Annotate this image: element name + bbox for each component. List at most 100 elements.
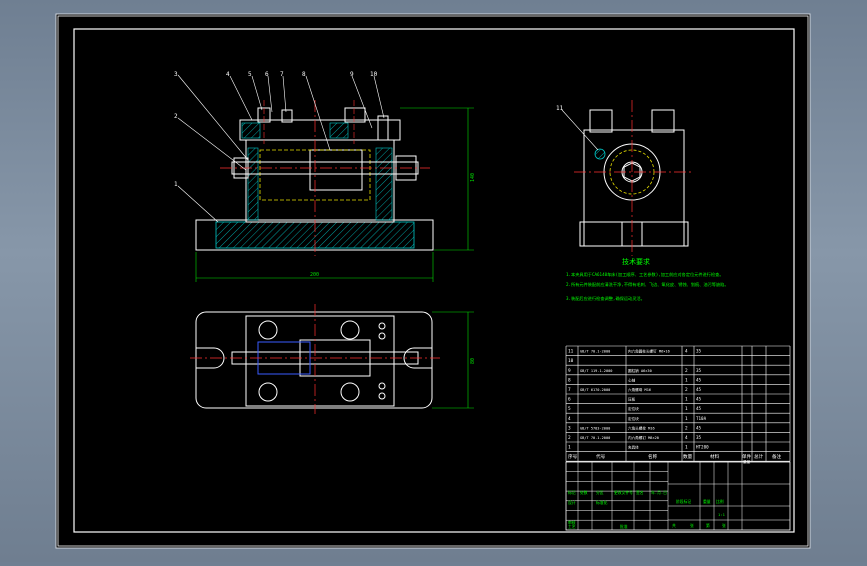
bom-cell-name: 六角螺母 M16 [628,387,651,392]
balloon-8: 8 [302,71,306,78]
dim-height-text: 140 [470,173,476,182]
balloon-4: 4 [226,71,230,78]
title-block-label: 签名 [636,490,644,495]
stud-mid [281,109,293,123]
bom-header-cell: 总计 [754,453,764,460]
title-block-label: 处数 [580,490,588,495]
bom-cell-mat: HT200 [696,445,709,450]
stud-far-right [377,115,389,141]
bom-cell-qty: 1 [685,377,688,383]
balloon-2: 2 [174,113,178,120]
title-block-label: 张 [690,523,694,528]
title-block: 标记处数分区更改文件号签名年.月.日设计标准化审核工艺批准阶段标记重量比例1:1… [565,461,791,531]
balloon-11: 11 [556,105,564,112]
technical-notes: 技术要求 1.本夹具用于CA6140车床(加工顺序、工艺参数),加工前应对各定位… [566,257,729,302]
stud-right [344,107,366,123]
front-view: 140 200 3 4 5 6 7 8 9 10 2 1 [174,71,476,282]
bom-cell-qty: 1 [685,445,688,451]
title-block-label: 1:1 [718,512,726,517]
bom-cell-no: 1 [568,445,571,451]
bom-header-cell: 名称 [648,453,658,460]
bom-cell-mat: 35 [696,368,702,373]
top-clamp-section [241,122,261,139]
dim-width-text: 200 [310,272,319,278]
bom-cell-no: 9 [568,368,571,374]
side-stud-right [651,109,675,133]
title-block-frame [565,461,791,531]
bom-cell-name: 定位块 [628,406,639,411]
bom-cell-no: 8 [568,377,571,383]
bom-cell-mat: 35 [696,349,702,354]
bom-cell-qty: 1 [685,416,688,422]
top-pin-4 [378,392,386,400]
bom-header-cell: 数量 [683,453,693,460]
side-screw [594,148,606,160]
title-block-label: 共 [672,523,676,528]
bom-cell-code: GB/T 119.1-2000 [580,369,612,373]
top-view: 80 [190,304,476,414]
title-block-label: 张 [722,523,726,528]
title-block-label: 设计 [568,500,576,505]
note-line-2: 2.所有元件装配前应清洗干净,不得有毛刺、飞边、氧化皮、锈蚀、划痕、油污等缺陷。 [566,281,729,288]
inner-frame [73,28,795,533]
bom-cell-qty: 2 [685,387,688,393]
bom-cell-qty: 4 [685,435,688,441]
balloon-1: 1 [174,181,178,188]
title-block-label: 标准化 [596,500,608,505]
top-dim-text: 80 [470,358,476,364]
note-line-3: 3.装配后应进行检查调整,确保运动灵活。 [566,295,645,302]
side-leader-11 [561,109,599,151]
bom-cell-code: GB/T 5783-2000 [580,426,610,430]
bom-cell-name: 内六角螺钉 M8×20 [628,435,659,440]
top-screw-2 [340,320,360,340]
title-block-label: 比例 [716,499,724,504]
bom-cell-no: 3 [568,425,571,431]
balloon-9: 9 [350,71,354,78]
bom-cell-no: 4 [568,416,571,422]
side-view: 11 [556,100,694,256]
top-clamp-section-right [329,122,349,139]
title-block-label: 重量 [703,499,711,504]
bom-cell-no: 7 [568,387,571,393]
bom-cell-no: 10 [568,358,574,364]
bom-cell-no: 2 [568,435,571,441]
title-block-label: 标记 [568,490,576,495]
bom-cell-qty: 2 [685,425,688,431]
bom-cell-code: GB/T 70.1-2000 [580,350,610,354]
bom-cell-qty: 4 [685,349,688,355]
bom-cell-no: 5 [568,406,571,412]
bom-cell-name: 心轴 [628,377,636,382]
bom-cell-code: GB/T 70.1-2000 [580,436,610,440]
bom-cell-name: 夹具体 [628,445,639,450]
top-pin-3 [378,382,386,390]
bom-cell-mat: 45 [696,406,702,411]
outer-frame [57,15,809,547]
bom-header-cell: 单件 [742,453,752,460]
bom-cell-qty: 2 [685,368,688,374]
base-plate [195,219,434,251]
notes-title: 技术要求 [622,257,650,266]
top-slot-right [403,347,432,369]
body-left-section [247,147,259,221]
title-block-label: 审核 [568,520,576,525]
bom-cell-name: 定位块 [628,416,639,421]
balloon-3: 3 [174,71,178,78]
bom-cell-mat: 45 [696,377,702,382]
title-block-label: 阶段标记 [676,499,691,504]
bom-header-cell: 序号 [568,453,578,460]
title-block-label: 年.月.日 [651,490,667,495]
bom-header-cell: 材料 [710,453,720,460]
bom-cell-name: 六角头螺栓 M16 [628,425,655,430]
bom-cell-name: 内六角圆柱头螺钉 M6×16 [628,349,670,354]
top-base [195,311,433,409]
bom-cell-mat: 45 [696,397,702,402]
bom-cell-mat: 45 [696,387,702,392]
top-body [245,315,395,407]
body-right-section [375,147,393,221]
bom-header-cell: 备注 [772,453,782,460]
balloon-7: 7 [280,71,284,78]
bom-header-cell: 代号 [596,453,606,460]
